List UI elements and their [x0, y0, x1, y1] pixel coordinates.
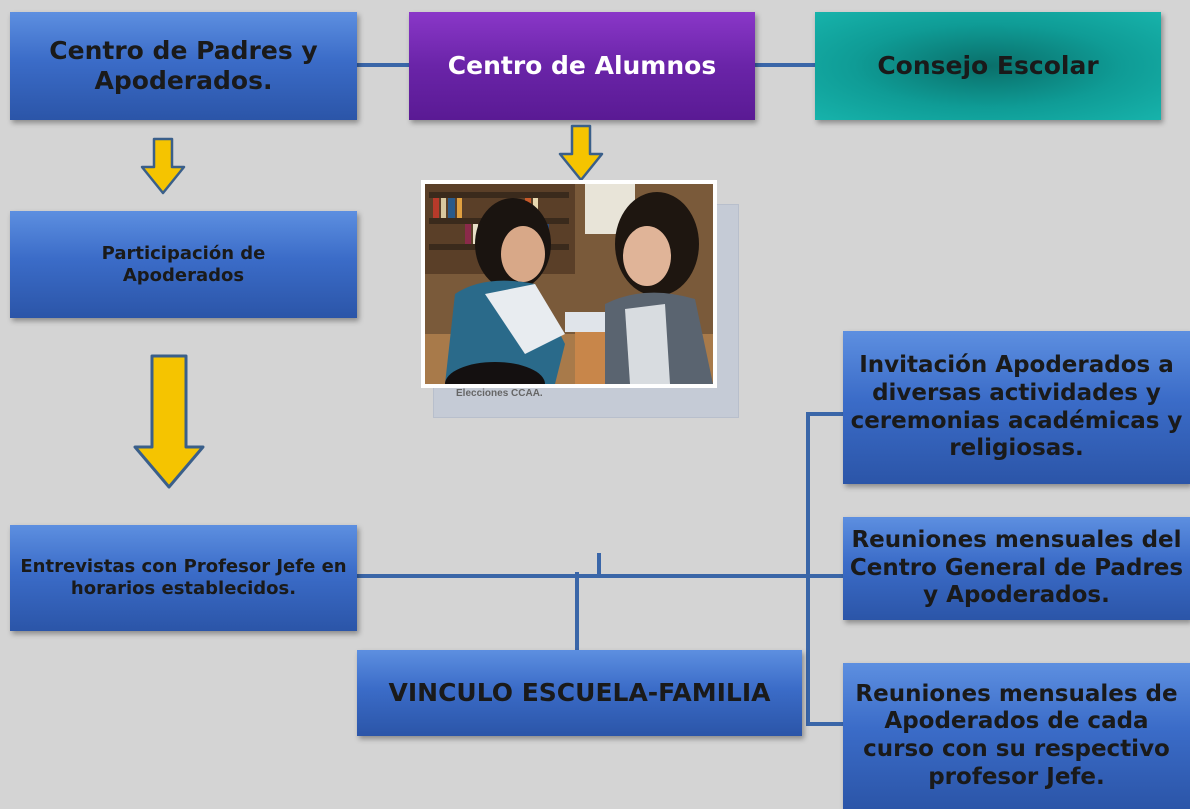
connector-main-horizontal — [357, 574, 809, 578]
entrevistas-box: Entrevistas con Profesor Jefe en horario… — [10, 525, 357, 631]
connector-tick — [597, 553, 601, 577]
elecciones-photo — [421, 180, 717, 406]
entrevistas-label: Entrevistas con Profesor Jefe en horario… — [20, 556, 347, 599]
consejo-escolar-label: Consejo Escolar — [877, 51, 1099, 80]
participacion-box: Participación de Apoderados — [10, 211, 357, 318]
connector-top-right — [755, 63, 815, 67]
invitacion-label: Invitación Apoderados a diversas activid… — [850, 352, 1183, 462]
vinculo-box: VINCULO ESCUELA-FAMILIA — [357, 650, 802, 736]
centro-padres-box: Centro de Padres y Apoderados. — [10, 12, 357, 120]
arrow-down-icon — [140, 137, 186, 195]
photo-caption: Elecciones CCAA. — [456, 388, 543, 399]
connector-top-left — [357, 63, 409, 67]
vinculo-label: VINCULO ESCUELA-FAMILIA — [388, 678, 771, 707]
connector-to-reuniones-curso — [806, 722, 844, 726]
consejo-escolar-box: Consejo Escolar — [815, 12, 1161, 120]
reuniones-centro-label: Reuniones mensuales del Centro General d… — [849, 527, 1184, 609]
connector-right-vertical — [806, 412, 810, 726]
reuniones-curso-box: Reuniones mensuales de Apoderados de cad… — [843, 663, 1190, 809]
connector-vinculo-vertical — [575, 572, 579, 650]
centro-alumnos-label: Centro de Alumnos — [447, 51, 717, 80]
reuniones-centro-box: Reuniones mensuales del Centro General d… — [843, 517, 1190, 620]
connector-to-reuniones-centro — [806, 574, 844, 578]
arrow-down-icon — [133, 354, 205, 489]
invitacion-box: Invitación Apoderados a diversas activid… — [843, 331, 1190, 484]
photo-image — [425, 184, 713, 406]
connector-to-invitacion — [806, 412, 844, 416]
arrow-down-icon — [558, 124, 604, 182]
centro-alumnos-box: Centro de Alumnos — [409, 12, 755, 120]
centro-padres-label: Centro de Padres y Apoderados. — [49, 36, 318, 95]
reuniones-curso-label: Reuniones mensuales de Apoderados de cad… — [855, 680, 1178, 790]
participacion-label: Participación de Apoderados — [101, 242, 266, 286]
